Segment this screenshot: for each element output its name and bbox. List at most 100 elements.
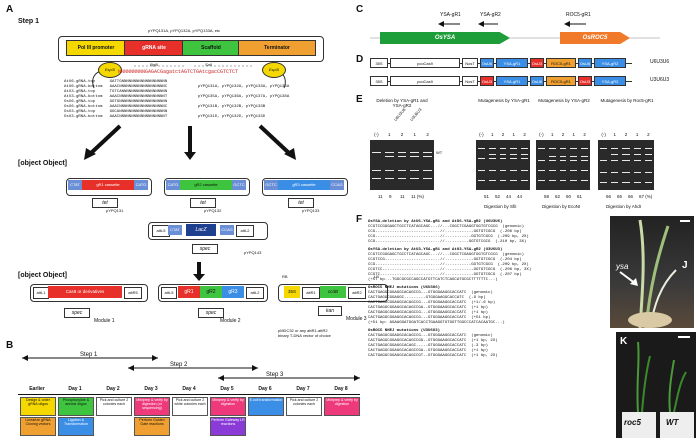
alignment-block: CCGTCCGGGAGCTGCCTCATAGCAGC...//...CGGCTC…: [368, 225, 618, 245]
timeline-task: Miniprep & verify by digestion: [210, 397, 246, 416]
gel-band: [548, 180, 556, 181]
gel-band: [611, 172, 619, 173]
alignment-row: CACTGAGGCGGAGGCACAGCCG---GTGGGAAGGCACCAT…: [368, 291, 493, 295]
alignment-row: CCGTC----------------------...//...-----…: [368, 273, 522, 277]
gel2-title: Mutagenesis by YSA-gR1: [478, 98, 530, 103]
gel-band: [510, 180, 518, 181]
construct-part: 35S: [370, 76, 388, 86]
construct-part: OsU6: [480, 58, 494, 68]
gel-lane-label: (-): [479, 132, 484, 137]
gel-band: [581, 160, 588, 161]
gel-band: [548, 156, 556, 157]
spec-marker: spec: [64, 308, 90, 318]
gel-percent: 58: [544, 194, 550, 199]
alignment-title: OsROC5 NHEJ mutations (U3U6U3): [368, 329, 441, 333]
gel-band: [581, 148, 588, 149]
alignment-row: CCG------------------------...//...-----…: [368, 240, 527, 244]
roc5-label: roc5: [624, 418, 641, 427]
bglii-label: BglII: [150, 62, 159, 67]
gel-percent: 52: [495, 194, 501, 199]
oligo-row: OsU3-gRNA-top GGCANNNNNNNNNNNNNNNNNNNN: [64, 110, 168, 114]
gel-band: [644, 160, 652, 161]
gel-band: [538, 180, 545, 181]
gel-band: [499, 170, 507, 171]
construct-part: OsU3: [480, 76, 494, 86]
gel-band: [499, 180, 507, 181]
timeline-day-header: Day 6: [246, 386, 284, 395]
gel-band: [372, 170, 381, 171]
gel-band: [548, 148, 556, 149]
sali-label: SalI: [205, 62, 212, 67]
timeline-task: Pick and culture 2 colonies each: [286, 397, 322, 416]
oligo-list: AtU6-gRNA-top GATTGNNNNNNNNNNNNNNNNNNN A…: [64, 80, 167, 120]
timeline-day-header: Day 2: [94, 386, 132, 395]
ysa-gr2-label: YSA-gR2: [480, 12, 501, 18]
timeline-step3: Step 3: [266, 372, 284, 378]
end-catg: CATG: [166, 180, 180, 190]
end-ccag: CCAG: [220, 225, 234, 235]
gel-band: [384, 156, 394, 157]
panel-label-j: J: [682, 260, 688, 271]
gel-band: [510, 154, 518, 155]
timeline-arrows: [22, 355, 360, 381]
vector-label: pYPQ132: [204, 208, 222, 213]
tet-marker: tet: [190, 198, 216, 208]
alignment-row: CCGTCC---------------------...//...-----…: [368, 268, 532, 272]
gel-band: [559, 170, 567, 171]
alignment-block: CACTGAGGCGGAGGCACAGCCG---GTGGGAAGGCACCAT…: [368, 291, 618, 326]
pointer-arrow-icon: [619, 271, 638, 286]
construct-part: NosT: [462, 58, 478, 68]
esp3i-left-icon: Esp3I: [98, 62, 122, 78]
gel-band: [548, 160, 556, 161]
gel-lane-label: 1: [635, 132, 639, 137]
step2-label: [object Object]: [18, 160, 68, 167]
lacz-gene: LacZ: [186, 224, 216, 236]
timeline-day-header: Day 7: [284, 386, 322, 395]
timeline-day-header: Day 1: [56, 386, 94, 395]
gel-band: [570, 170, 578, 171]
oligo-row: OsU3-gRNA-bottom AAACNNNNNNNNNNNNNNNNNNN…: [64, 115, 168, 119]
gel-band: [384, 170, 394, 171]
gel-band: [478, 158, 485, 159]
gel-band: [622, 154, 630, 155]
gel-band: [622, 172, 630, 173]
gel-band: [644, 148, 652, 149]
gel-percent: 11: [378, 194, 383, 199]
oligo-row: OsU6-gRNA-bottom AAACNNNNNNNNNNNNNNNNNNN…: [64, 105, 168, 109]
construct-part: YSA-gR2: [594, 76, 626, 86]
gel-band: [581, 170, 588, 171]
end-ccag: CCAG: [330, 180, 344, 190]
tet-marker: tet: [288, 198, 314, 208]
gel-band: [611, 160, 619, 161]
gel-percent: 44: [506, 194, 512, 199]
gene-map-c: YSA-gR1 YSA-gR2 ROC5-gR1 OsYSA OsROC5: [370, 10, 660, 52]
alignment-row: CCGTCCGGGAGCTGCCTCATAGCAGC...//...CGGCTC…: [368, 225, 525, 229]
gel-band: [548, 170, 556, 171]
digest-label: Digestion by SfiI: [484, 204, 517, 209]
plasmid-pypq143: attL5 CTAT LacZ CCAG attL2 spec pYPQ143: [148, 218, 268, 266]
oligo-row: AtU6-gRNA-top GATTGNNNNNNNNNNNNNNNNNNN: [64, 80, 168, 84]
alignment-title: OsYSA-deletion by AtU3-YSA-gR1 and AtU3-…: [368, 248, 503, 252]
gel-band: [521, 148, 528, 149]
gel-band: [622, 148, 630, 149]
gel1-title: Deletion by YSA-gR1 and YSA-gR2: [376, 98, 428, 108]
ysa-gr1-label: YSA-gR1: [440, 12, 461, 18]
alignment-row: (+51 bp: AGAAGGATGGATCACCTGAAGGTGTGGTTGG…: [368, 321, 505, 325]
alignment-row: CACTGAGGCGGAGGCACAGCCGA--GTGGGAAGGCACCAT…: [368, 306, 489, 310]
construct-part: YSA-gR1: [496, 58, 528, 68]
timeline-day-header: Day 4: [170, 386, 208, 395]
attr2-site: attR2: [348, 287, 366, 299]
timeline-task: Perform Gateway LR reactions: [210, 417, 246, 436]
alignment-row: CCG------------------------...//...-----…: [368, 263, 529, 267]
alignment-row: (+57 bp...TGGCGCGCCAGCCATGTTCATCTCAGCATG…: [368, 278, 498, 282]
gel-band: [581, 156, 588, 157]
gel-band: [538, 170, 545, 171]
timeline-task: Linearize gRNA Cloning vectors: [20, 417, 56, 436]
35s-promoter: 35S: [284, 286, 300, 298]
gel-percent: 60: [566, 194, 572, 199]
construct-part: NosT: [462, 76, 478, 86]
end-catg: CATG: [134, 180, 148, 190]
gel-band: [622, 160, 630, 161]
